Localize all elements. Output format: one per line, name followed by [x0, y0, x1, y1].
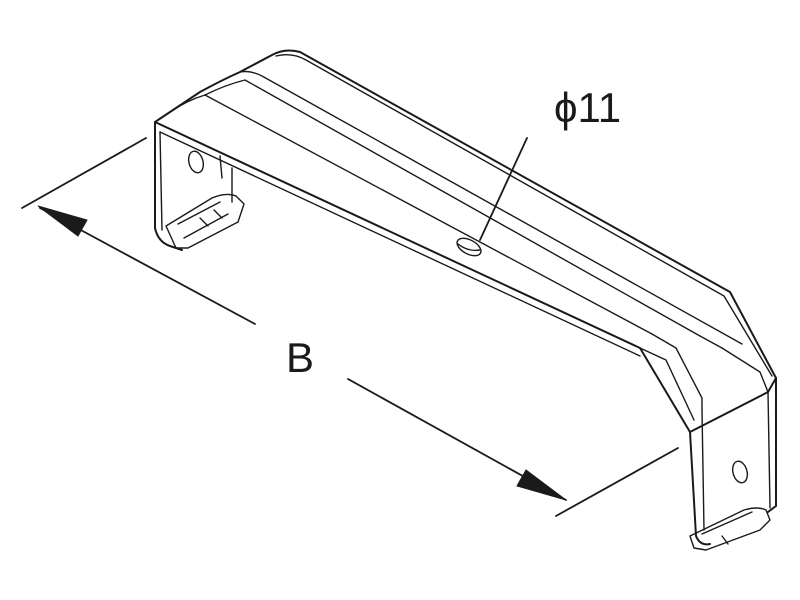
leader-line	[479, 137, 528, 241]
extension-line-right	[555, 447, 679, 517]
hole-diameter-callout: ϕ11	[479, 84, 621, 241]
extension-line-left	[21, 137, 147, 209]
bracket-top-plate	[154, 49, 777, 433]
dimension-b: B	[21, 137, 679, 517]
bracket-left-leg	[154, 121, 245, 251]
arrow-left	[37, 205, 88, 237]
dimension-label-b: B	[286, 334, 314, 381]
arrow-right	[516, 469, 567, 501]
center-hole	[456, 237, 482, 257]
hole-diameter-label: ϕ11	[554, 84, 621, 131]
bracket-right-leg	[689, 377, 777, 551]
